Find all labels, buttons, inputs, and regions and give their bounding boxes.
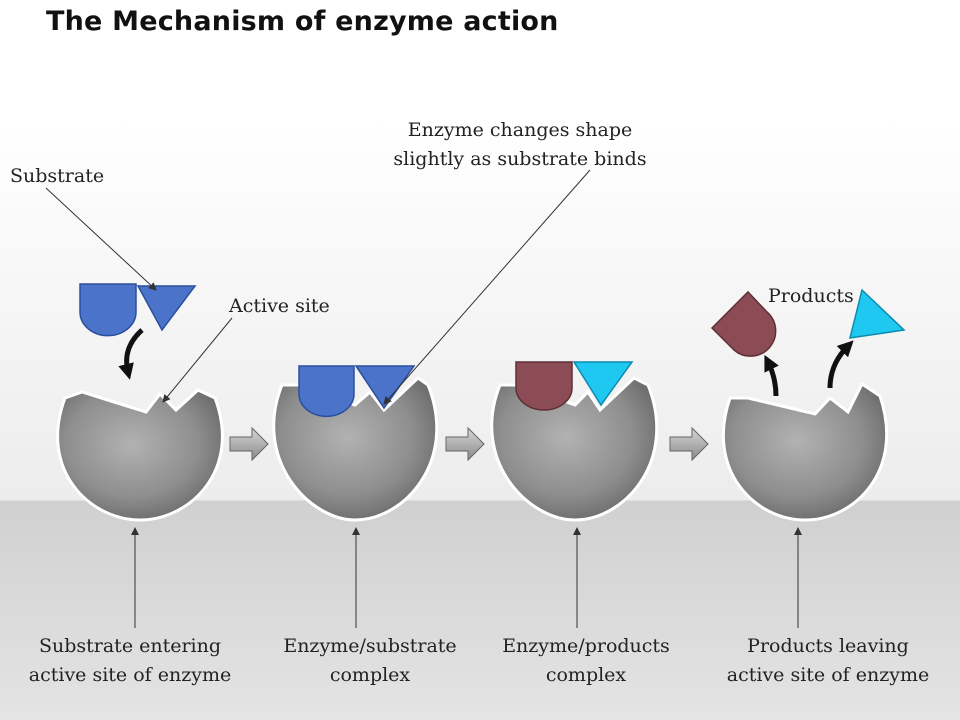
substrate-triangle [136,285,197,332]
caption-4-line-2: active site of enzyme [726,664,930,686]
products-label: Products [768,285,854,307]
enzyme-1 [56,388,224,522]
enzyme-3 [490,376,659,522]
caption-4-line-1: Products leaving [747,635,909,657]
active-site-label: Active site [229,295,330,317]
leaving-arrow-2 [827,340,854,389]
shape-change-line-2: slightly as substrate binds [393,148,647,170]
stage-arrow-2 [445,426,485,462]
active-site-pointer [162,317,233,403]
shape-change-line-1: Enzyme changes shape [407,119,633,141]
caption-2-line-2: complex [329,664,411,686]
substrate-label: Substrate [10,165,105,187]
enzyme-2 [272,376,439,522]
caption-2-line-1: Enzyme/substrate [283,635,457,657]
caption-3-line-1: Enzyme/products [502,635,670,657]
caption-1: Substrate entering active site of enzyme [10,632,250,690]
shape-change-pointer [383,169,591,405]
product-triangle [572,361,634,407]
leaving-arrow-1 [764,354,779,397]
page-title: The Mechanism of enzyme action [46,6,559,37]
enzyme-4 [721,381,889,522]
entering-arrow [118,328,144,380]
stage-arrow-1 [229,426,269,462]
substrate-pointer [45,187,157,291]
substrate-u-shape [79,283,137,337]
caption-1-line-2: active site of enzyme [28,664,232,686]
caption-3-line-2: complex [545,664,627,686]
bound-substrate-u-shape [298,365,355,418]
stage-arrow-3 [669,426,709,462]
caption-3: Enzyme/products complex [466,632,706,690]
shape-change-label: Enzyme changes shape slightly as substra… [380,116,660,174]
product-u-shape [515,361,573,411]
released-product-u-shape [710,290,777,357]
caption-1-line-1: Substrate entering [38,635,222,657]
caption-2: Enzyme/substrate complex [250,632,490,690]
caption-4: Products leaving active site of enzyme [708,632,948,690]
released-product-triangle [849,288,906,339]
